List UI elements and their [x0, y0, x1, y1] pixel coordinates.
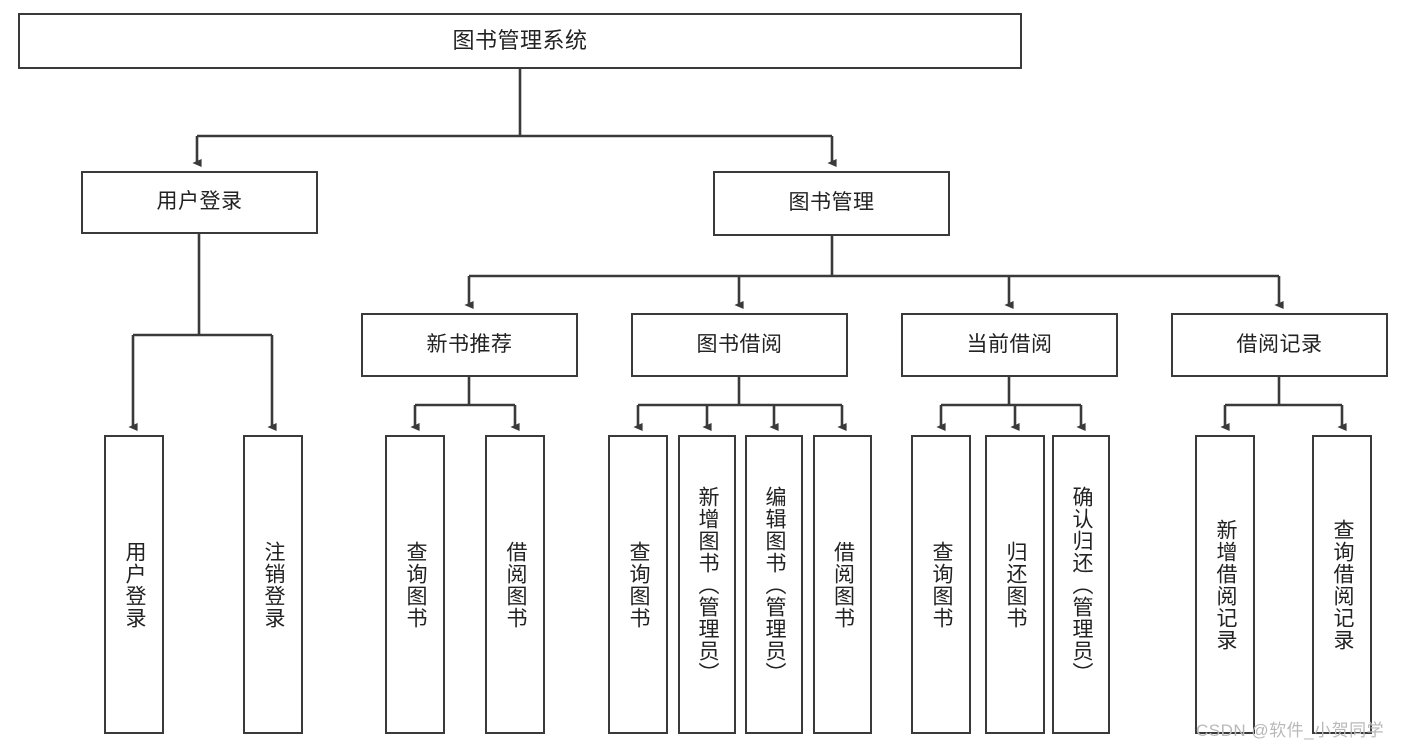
node-user-login-label: 用户登录: [156, 190, 243, 214]
node-book-borrow[interactable]: 图书借阅: [631, 313, 848, 377]
leaf-query-book-1[interactable]: 查询图书: [385, 435, 445, 734]
leaf-edit-book-admin[interactable]: 编辑图书（管理员）: [745, 435, 803, 734]
leaf-user-logout-label: 注销登录: [262, 540, 286, 629]
leaf-borrow-book-1[interactable]: 借阅图书: [485, 435, 545, 734]
node-book-borrow-label: 图书借阅: [696, 332, 783, 356]
leaf-edit-book-admin-label: 编辑图书（管理员）: [763, 485, 787, 684]
node-current-borrow-label: 当前借阅: [966, 332, 1053, 356]
node-current-borrow[interactable]: 当前借阅: [901, 313, 1118, 377]
leaf-borrow-book-1-label: 借阅图书: [504, 540, 528, 629]
csdn-watermark: CSDN @软件_小贺同学: [1196, 721, 1385, 740]
leaf-user-login[interactable]: 用户登录: [104, 435, 164, 734]
node-book-manage[interactable]: 图书管理: [713, 171, 950, 236]
leaf-confirm-return-admin-label: 确认归还（管理员）: [1070, 485, 1094, 684]
leaf-user-logout[interactable]: 注销登录: [243, 435, 303, 734]
node-borrow-record-label: 借阅记录: [1236, 332, 1323, 356]
leaf-query-borrow-record[interactable]: 查询借阅记录: [1312, 435, 1372, 734]
leaf-confirm-return-admin[interactable]: 确认归还（管理员）: [1052, 435, 1110, 734]
leaf-return-book-label: 归还图书: [1004, 540, 1028, 629]
leaf-query-book-3[interactable]: 查询图书: [911, 435, 971, 734]
leaf-query-borrow-record-label: 查询借阅记录: [1331, 518, 1355, 651]
node-new-book-recommend[interactable]: 新书推荐: [361, 313, 578, 377]
leaf-query-book-2-label: 查询图书: [627, 540, 651, 629]
leaf-add-borrow-record-label: 新增借阅记录: [1214, 518, 1238, 651]
leaf-add-book-admin-label: 新增图书（管理员）: [696, 485, 720, 684]
leaf-borrow-book-2[interactable]: 借阅图书: [813, 435, 872, 734]
leaf-query-book-3-label: 查询图书: [930, 540, 954, 629]
leaf-query-book-2[interactable]: 查询图书: [608, 435, 668, 734]
node-borrow-record[interactable]: 借阅记录: [1171, 313, 1388, 377]
node-book-manage-label: 图书管理: [788, 191, 875, 215]
leaf-add-borrow-record[interactable]: 新增借阅记录: [1195, 435, 1255, 734]
leaf-return-book[interactable]: 归还图书: [985, 435, 1045, 734]
leaf-user-login-label: 用户登录: [123, 540, 147, 629]
node-root[interactable]: 图书管理系统: [18, 13, 1022, 69]
leaf-add-book-admin[interactable]: 新增图书（管理员）: [678, 435, 736, 734]
leaf-query-book-1-label: 查询图书: [404, 540, 428, 629]
node-new-book-recommend-label: 新书推荐: [426, 332, 513, 356]
node-root-label: 图书管理系统: [452, 28, 588, 54]
node-user-login[interactable]: 用户登录: [81, 171, 318, 234]
leaf-borrow-book-2-label: 借阅图书: [831, 540, 855, 629]
